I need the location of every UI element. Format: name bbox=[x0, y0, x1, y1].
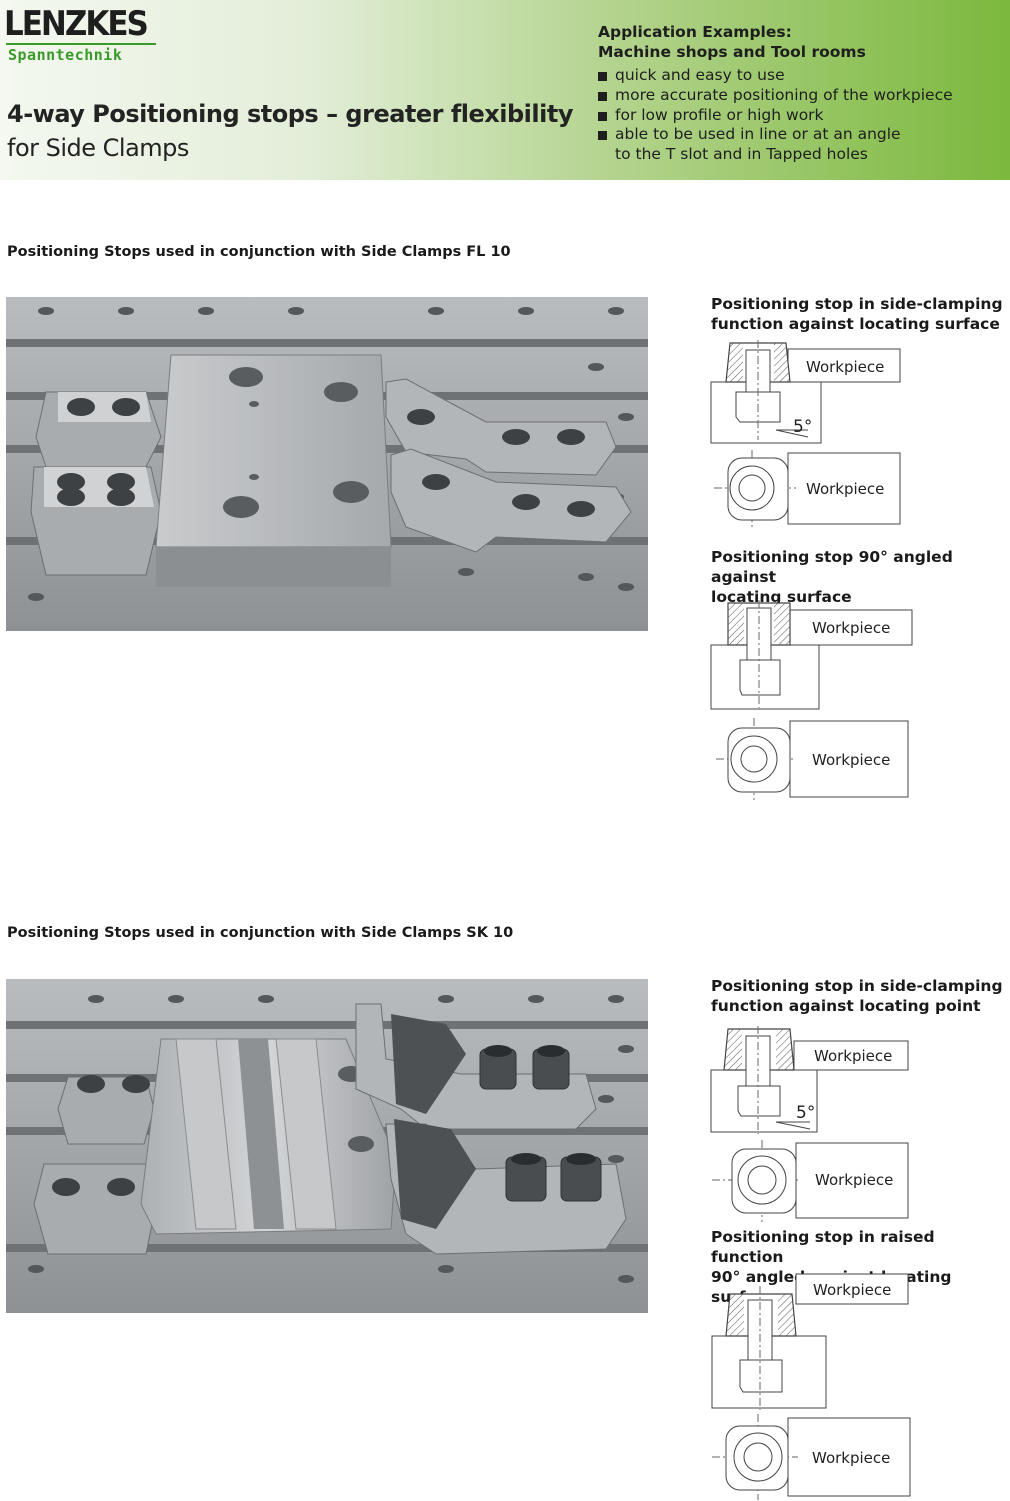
feature-item: for low profile or high work bbox=[598, 106, 953, 126]
side-view-diagram-5deg: 5° Workpiece bbox=[710, 340, 901, 444]
top-view-diagram: Workpiece bbox=[714, 450, 901, 528]
workpiece-label: Workpiece bbox=[812, 751, 890, 769]
product-photo-fl10 bbox=[6, 297, 648, 631]
diagram-title-line1: Positioning stop in side-clamping bbox=[711, 295, 1003, 313]
feature-text: to the T slot and in Tapped holes bbox=[615, 145, 868, 164]
diagram-title: Positioning stop 90° angled against loca… bbox=[711, 547, 1010, 607]
feature-list: quick and easy to use more accurate posi… bbox=[598, 66, 953, 165]
top-view-diagram: Workpiece bbox=[712, 1414, 911, 1500]
bullet-icon bbox=[598, 72, 607, 81]
page-subtitle: for Side Clamps bbox=[7, 134, 189, 162]
application-heading-line1: Application Examples: bbox=[598, 23, 792, 41]
workpiece-label: Workpiece bbox=[812, 619, 890, 637]
diagram-title-line1: Positioning stop in side-clamping bbox=[711, 977, 1003, 995]
section1-title: Positioning Stops used in conjunction wi… bbox=[7, 244, 511, 260]
feature-item-continued: to the T slot and in Tapped holes bbox=[598, 145, 953, 165]
side-view-diagram-5deg: 5° Workpiece bbox=[710, 1026, 909, 1134]
bullet-icon bbox=[598, 91, 607, 101]
header-banner: LENZKES Spanntechnik 4-way Positioning s… bbox=[0, 0, 1010, 180]
feature-item: quick and easy to use bbox=[598, 66, 953, 86]
logo-text: LENZKES bbox=[4, 4, 149, 44]
application-heading-line2: Machine shops and Tool rooms bbox=[598, 43, 866, 61]
bullet-icon bbox=[598, 111, 607, 121]
angle-label: 5° bbox=[796, 1103, 815, 1123]
feature-text: quick and easy to use bbox=[615, 66, 785, 84]
workpiece-label: Workpiece bbox=[815, 1171, 893, 1189]
diagram-title-line2: function against locating surface bbox=[711, 315, 1000, 333]
diagram-title-line1: Positioning stop in raised function bbox=[711, 1228, 935, 1266]
bullet-icon bbox=[598, 131, 607, 141]
workpiece-label: Workpiece bbox=[806, 480, 884, 498]
angle-label: 5° bbox=[793, 417, 812, 437]
feature-text: able to be used in line or at an angle bbox=[615, 125, 901, 144]
feature-text: for low profile or high work bbox=[615, 105, 824, 124]
workpiece-label: Workpiece bbox=[812, 1449, 890, 1467]
diagram-title: Positioning stop in side-clamping functi… bbox=[711, 976, 1003, 1016]
feature-text: more accurate positioning of the workpie… bbox=[615, 85, 953, 104]
section2-title: Positioning Stops used in conjunction wi… bbox=[7, 925, 514, 941]
application-heading: Application Examples: Machine shops and … bbox=[598, 22, 866, 62]
product-photo-sk10 bbox=[6, 979, 648, 1313]
top-view-diagram: Workpiece bbox=[716, 718, 909, 800]
diagram-title: Positioning stop in side-clamping functi… bbox=[711, 294, 1003, 334]
diagram-title-line1: Positioning stop 90° angled against bbox=[711, 548, 953, 586]
company-logo: LENZKES Spanntechnik bbox=[4, 4, 162, 68]
side-view-diagram-raised: Workpiece bbox=[711, 1273, 909, 1410]
workpiece-label: Workpiece bbox=[806, 358, 884, 376]
diagram-title-line2: function against locating point bbox=[711, 997, 981, 1015]
logo-subtext: Spanntechnik bbox=[8, 46, 123, 64]
side-view-diagram-90deg: Workpiece bbox=[710, 600, 913, 710]
feature-item: able to be used in line or at an angle bbox=[598, 125, 953, 145]
feature-item: more accurate positioning of the workpie… bbox=[598, 86, 953, 106]
top-view-diagram: Workpiece bbox=[712, 1140, 909, 1222]
workpiece-label: Workpiece bbox=[813, 1281, 891, 1299]
diagram-title-line2: locating surface bbox=[711, 588, 852, 606]
logo-underline bbox=[6, 43, 156, 45]
page-title: 4-way Positioning stops – greater flexib… bbox=[7, 100, 573, 128]
workpiece-label: Workpiece bbox=[814, 1047, 892, 1065]
